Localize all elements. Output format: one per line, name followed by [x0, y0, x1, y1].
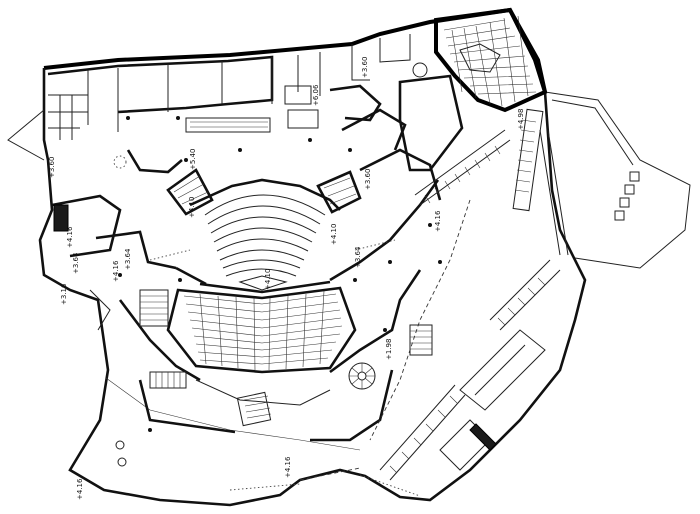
level-mark: +3.60	[48, 157, 56, 178]
level-mark: +3.16	[60, 283, 68, 305]
north-rooms	[47, 34, 428, 140]
level-mark: +4.16	[434, 210, 442, 232]
upper-amphitheatre	[166, 168, 362, 277]
level-mark: +3.64	[354, 246, 362, 268]
level-mark: +3.64	[124, 248, 132, 270]
outer-perimeter	[7, 7, 691, 507]
level-mark: +6.06	[312, 84, 320, 106]
level-mark: +3.60	[364, 169, 372, 190]
lower-stalls	[166, 275, 357, 374]
level-mark: +4.16	[66, 226, 74, 248]
level-mark: +3.60	[361, 57, 369, 78]
level-mark: +4.10	[264, 269, 272, 290]
foyer-walls	[51, 74, 471, 497]
stairs	[53, 108, 561, 481]
level-mark: +4.16	[284, 456, 292, 478]
level-mark: +1.98	[385, 339, 393, 360]
annex-windows	[614, 171, 640, 221]
chamber-hall	[434, 7, 548, 113]
level-marks: +4.98 +3.60 +6.06 +3.60 +5.40 +4.10 +4.1…	[48, 57, 525, 500]
level-mark: +4.10	[330, 224, 338, 245]
east-corridors	[439, 129, 569, 471]
level-mark: +4.16	[112, 260, 120, 282]
level-mark: +4.16	[76, 478, 84, 500]
level-mark: +3.64	[72, 252, 80, 274]
level-mark: +4.98	[517, 109, 525, 130]
columns	[113, 116, 442, 467]
level-mark: +4.10	[188, 197, 196, 218]
level-mark: +5.40	[189, 149, 197, 170]
